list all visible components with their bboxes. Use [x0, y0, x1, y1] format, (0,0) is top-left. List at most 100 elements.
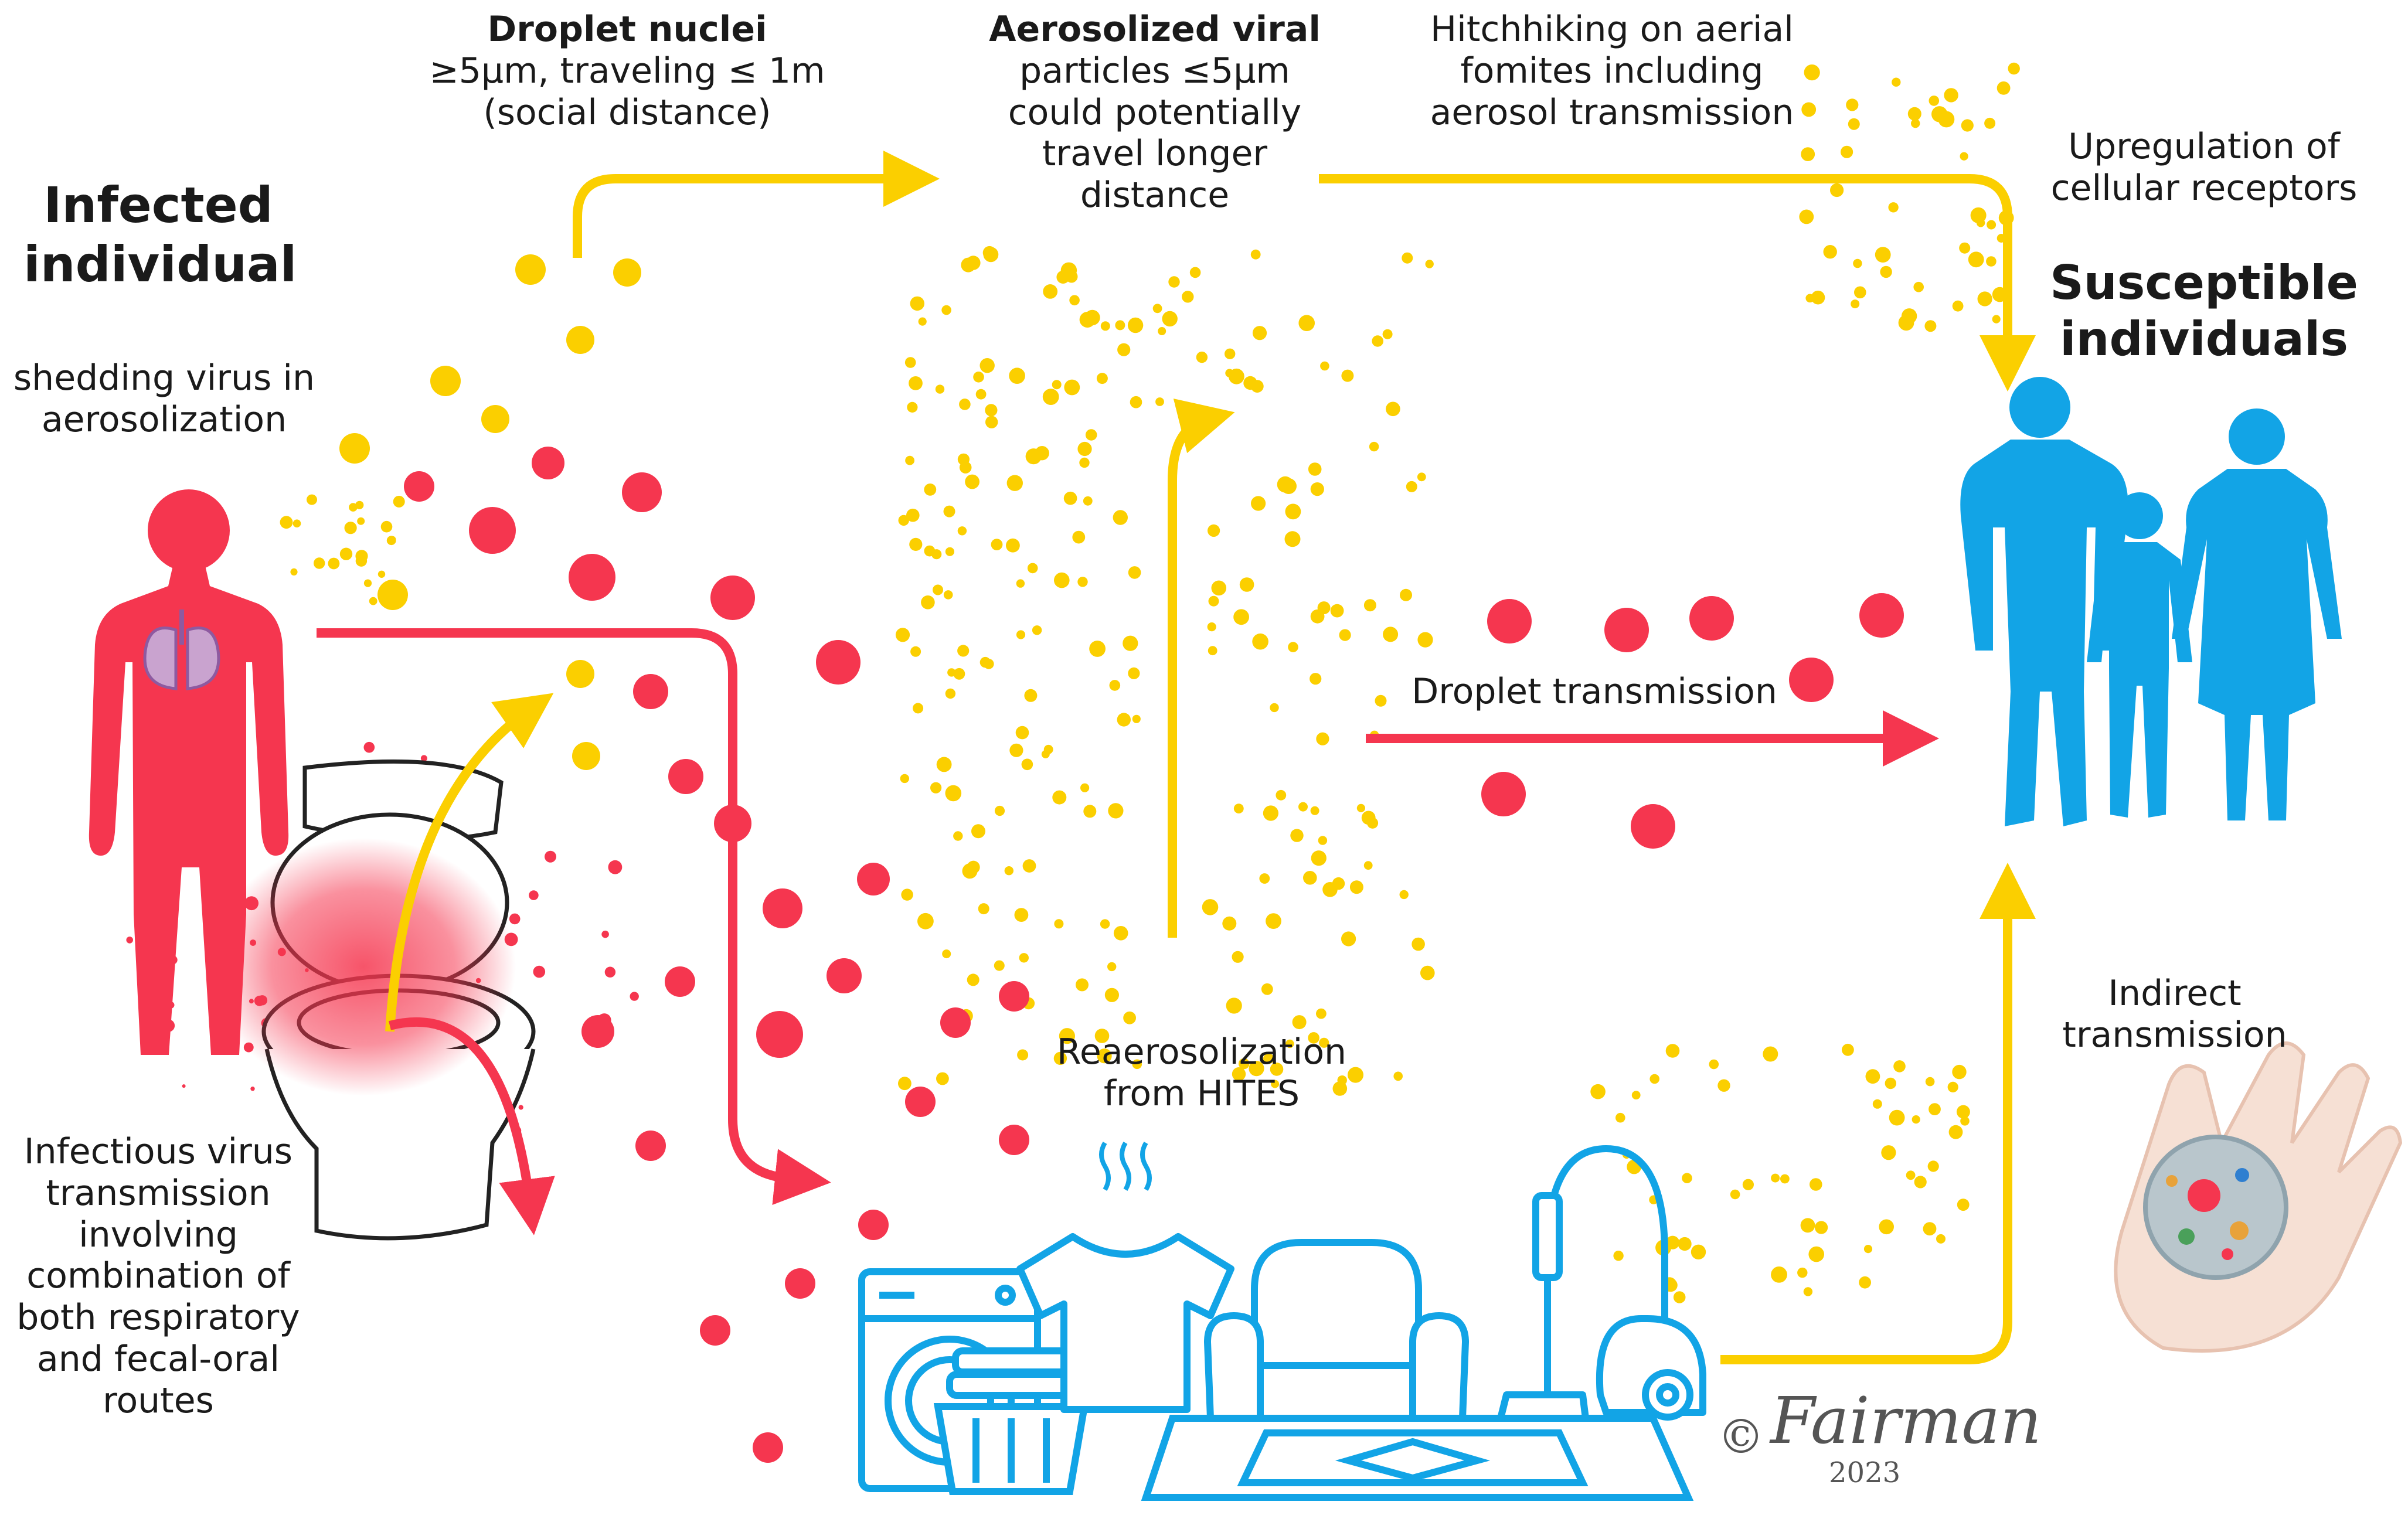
- aerosol-particle: [1906, 1170, 1916, 1180]
- aerosol-particle: [290, 568, 298, 576]
- aerosol-particle: [953, 831, 963, 841]
- aerosol-particle: [1961, 119, 1974, 132]
- aerosol-particle: [1936, 1234, 1946, 1244]
- respiratory-droplet: [665, 966, 695, 997]
- aerosol-particle: [1957, 1198, 1970, 1211]
- aerosol-particle: [1113, 926, 1128, 941]
- aerosol-particle: [1859, 1276, 1872, 1289]
- aerosol-particle: [1232, 951, 1244, 963]
- aerosol-particle: [1763, 1046, 1778, 1062]
- aerosol-particle: [1590, 1084, 1606, 1099]
- respiratory-droplet: [857, 863, 890, 896]
- hitchhiking-line: aerosol transmission: [1430, 91, 1794, 133]
- aerosol-particle: [1879, 1219, 1894, 1235]
- splatter-speck: [182, 1084, 186, 1088]
- hitchhiking-label: Hitchhiking on aerial fomites including …: [1395, 9, 1829, 133]
- hitchhiking-line: Hitchhiking on aerial: [1430, 9, 1794, 50]
- respiratory-droplet: [816, 640, 861, 685]
- aerosol-particle: [1162, 311, 1178, 327]
- arrow-fecal-route: [389, 1017, 555, 1235]
- aerosol-particle: [1132, 1059, 1142, 1070]
- aerosol-particle: [1316, 1008, 1327, 1019]
- aerosol-particle: [1207, 622, 1216, 632]
- aerosol-particle: [985, 404, 998, 417]
- aerosol-particle: [1372, 335, 1383, 347]
- credit-year: 2023: [1829, 1456, 1901, 1489]
- aerosol-particle: [1888, 202, 1899, 213]
- aerosol-particle: [1992, 315, 2001, 324]
- aerosol-particle: [975, 389, 987, 400]
- aerosol-particle: [1168, 276, 1180, 288]
- aerosol-particle: [1938, 111, 1955, 128]
- droplet-nuclei-title: Droplet nuclei: [487, 9, 767, 50]
- aerosol-particle: [1893, 1060, 1906, 1072]
- aerosol-particle: [355, 500, 364, 509]
- copyright-symbol: ©: [1717, 1409, 1764, 1464]
- aerosol-particle: [328, 557, 340, 570]
- respiratory-droplet: [1481, 772, 1526, 816]
- respiratory-droplet: [753, 1432, 783, 1463]
- aerosol-particle: [1363, 599, 1376, 612]
- infected-title: Infected individual: [23, 176, 297, 294]
- aerosol-particle: [1631, 1091, 1641, 1099]
- shedding-line2: aerosolization: [41, 399, 287, 440]
- respiratory-droplet: [668, 759, 703, 794]
- aerosol-particle: [1317, 601, 1331, 615]
- aerosol-particle: [904, 357, 916, 368]
- aerosol-particle: [1823, 245, 1837, 259]
- infected-title-line2: individual: [23, 235, 297, 293]
- aerosol-particle: [1100, 919, 1110, 929]
- arrow-droplet-nuclei: [573, 151, 940, 258]
- aerosol-particle: [959, 461, 972, 474]
- respiratory-droplet: [756, 1011, 803, 1058]
- arrow-surfaces: [317, 628, 831, 1205]
- aerosol-particle: [945, 688, 956, 699]
- aerosol-particle: [1337, 1075, 1347, 1085]
- aerosol-particle: [1155, 397, 1164, 406]
- respiratory-droplet: [635, 1131, 666, 1161]
- aerosol-particle: [1152, 304, 1162, 314]
- aerosol-particle: [1929, 1103, 1941, 1115]
- aerosol-particle: [1298, 802, 1308, 812]
- aerosol-particle: [1947, 1081, 1958, 1092]
- aerosol-particle: [1417, 632, 1433, 648]
- fecal-splatter: [211, 838, 516, 1096]
- aerosol-particle: [1239, 577, 1254, 592]
- splatter-speck: [420, 755, 427, 762]
- aerosol-particle: [1771, 1266, 1787, 1283]
- aerosol-particle: [1997, 81, 2011, 95]
- aerosol-particle: [1107, 962, 1117, 972]
- aerosol-particle: [1232, 1067, 1246, 1081]
- aerosol-particle: [1109, 680, 1121, 691]
- aerosol-particle: [1222, 916, 1237, 931]
- aerosol-particle: [1808, 1246, 1824, 1262]
- aerosol-particle: [1881, 1145, 1896, 1160]
- aerosol-particle: [1800, 1218, 1815, 1233]
- aerosol-particle: [1202, 899, 1219, 915]
- aerosol-particle: [1065, 270, 1078, 283]
- aerosol-particle: [1318, 836, 1328, 845]
- aerosol-particle: [967, 860, 980, 874]
- aerosol-particle: [1803, 1287, 1813, 1296]
- aerosol-particle: [945, 547, 954, 556]
- splatter-speck: [601, 930, 609, 938]
- aerosolized-label: Aerosolized viral particles ≤5µm could p…: [938, 9, 1372, 216]
- aerosol-particle: [1885, 1077, 1896, 1089]
- aerosol-particle: [1250, 249, 1261, 260]
- signature-text: Fairman: [1770, 1383, 2042, 1458]
- aerosol-particle: [1303, 871, 1317, 885]
- armchair-icon: [1204, 1239, 1469, 1422]
- aerosol-particle: [2008, 62, 2020, 75]
- aerosol-particle: [369, 597, 377, 605]
- aerosol-particle: [1425, 260, 1434, 268]
- aerosol-particle: [1854, 286, 1866, 299]
- indirect-label: Indirect transmission: [2016, 973, 2333, 1056]
- aerosol-particle: [1127, 317, 1144, 333]
- respiratory-droplet: [532, 447, 564, 479]
- droplet-nuclei-line2: ≥5µm, traveling ≤ 1m: [429, 50, 825, 91]
- routes-label: Infectious virus transmission involving …: [0, 1131, 317, 1422]
- aerosol-particle: [1801, 102, 1817, 117]
- aerosol-particle: [386, 536, 396, 546]
- aerosol-particle: [1290, 829, 1304, 842]
- respiratory-droplet: [469, 507, 516, 554]
